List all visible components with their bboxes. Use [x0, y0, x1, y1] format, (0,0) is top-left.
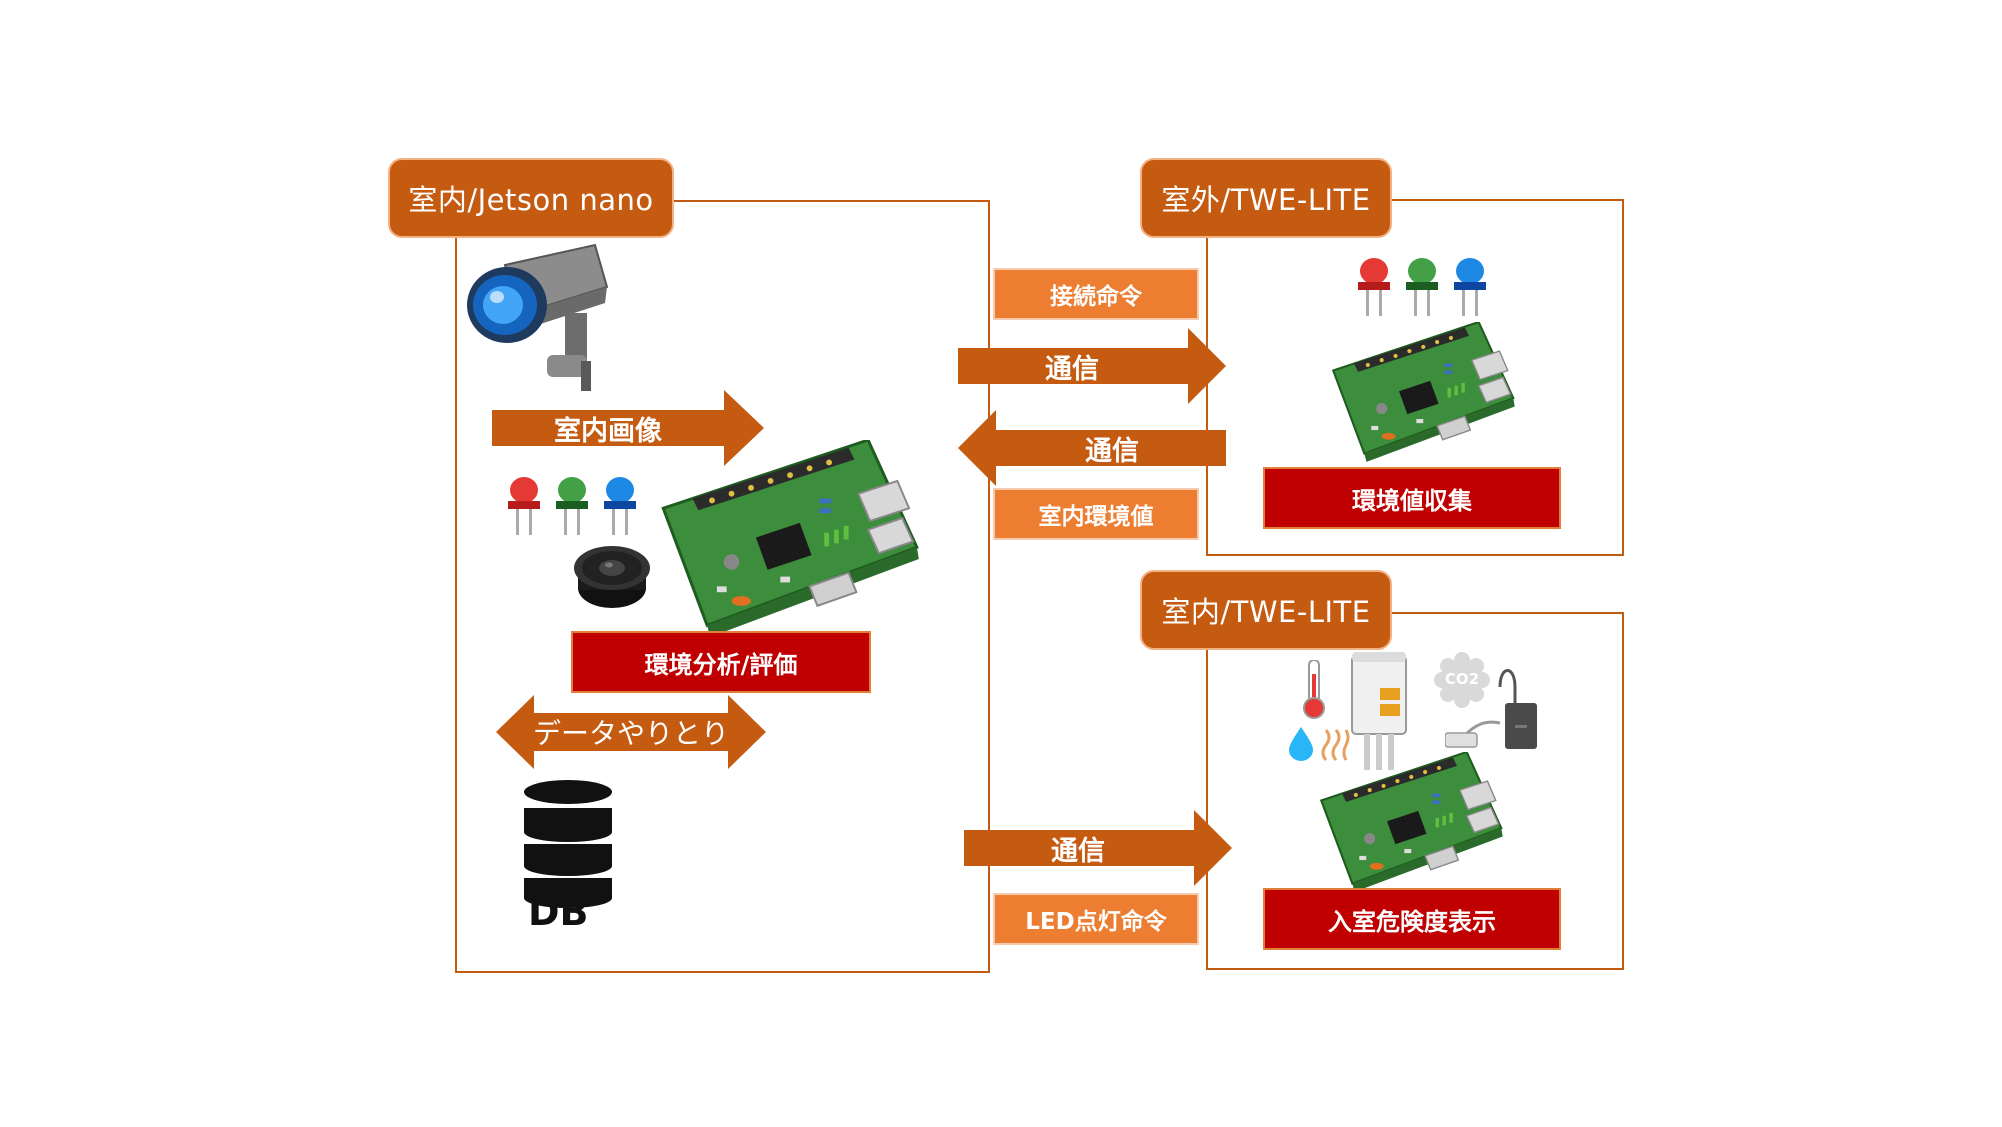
co2-icon: CO2 — [1434, 652, 1490, 708]
jetson-panel — [455, 200, 990, 973]
database-icon: DB — [520, 778, 616, 938]
comm-to-indoor-arrow: 通信 — [964, 810, 1232, 886]
comm-from-outdoor-label: 通信 — [1085, 435, 1139, 467]
sensor-device-icon — [1351, 652, 1407, 770]
outdoor-panel-title: 室外/TWE-LITE — [1140, 158, 1392, 238]
led-icon — [508, 477, 636, 535]
data-exchange-arrow: データやりとり — [496, 695, 766, 769]
speaker-icon — [574, 546, 650, 608]
connect-command-label: 接続命令 — [993, 268, 1199, 320]
environment-collection-label: 環境値収集 — [1263, 467, 1561, 529]
jetson-panel-title: 室内/Jetson nano — [388, 158, 674, 238]
environment-analysis-label: 環境分析/評価 — [571, 631, 871, 693]
security-camera-icon — [467, 243, 609, 391]
comm-to-outdoor-arrow: 通信 — [958, 328, 1226, 404]
circuit-board-icon — [661, 440, 921, 639]
gas-sensor-icon — [1445, 669, 1537, 749]
data-exchange-label: データやりとり — [532, 717, 729, 750]
circuit-board-icon — [1320, 752, 1504, 893]
comm-from-outdoor-arrow: 通信 — [958, 410, 1226, 486]
database-label: DB — [528, 890, 589, 934]
water-drop-icon — [1289, 727, 1313, 761]
humidity-icon — [1321, 729, 1350, 761]
indoor-env-value-label: 室内環境値 — [993, 488, 1199, 540]
comm-to-indoor-label: 通信 — [1051, 835, 1105, 867]
comm-to-outdoor-label: 通信 — [1045, 353, 1099, 385]
led-icon — [1358, 258, 1486, 316]
indoor-image-label: 室内画像 — [554, 415, 662, 447]
entry-risk-display-label: 入室危険度表示 — [1263, 888, 1561, 950]
indoor-panel-title: 室内/TWE-LITE — [1140, 570, 1392, 650]
thermometer-icon — [1303, 660, 1325, 719]
circuit-board-icon — [1332, 322, 1516, 463]
led-command-label: LED点灯命令 — [993, 893, 1199, 945]
indoor-panel — [1206, 612, 1624, 970]
co2-label: CO2 — [1444, 670, 1480, 688]
indoor-image-arrow: 室内画像 — [492, 390, 764, 466]
